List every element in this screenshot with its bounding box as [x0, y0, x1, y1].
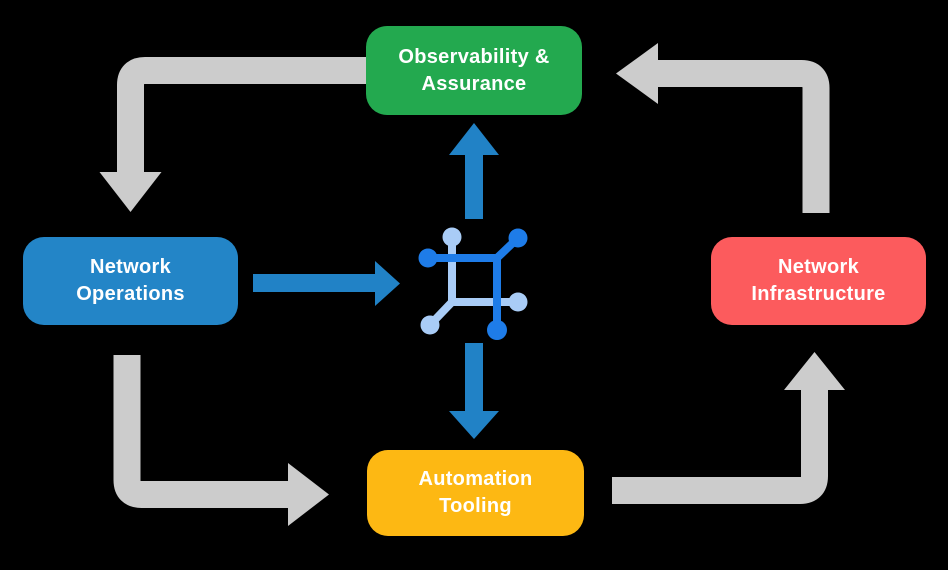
node-automation-tooling: Automation Tooling [367, 450, 584, 536]
cycle-arrow-observability-to-operations [99, 57, 366, 212]
node-observability-assurance: Observability & Assurance [366, 26, 582, 115]
cycle-arrow-infrastructure-to-observability [616, 43, 830, 213]
accent-arrow-down [449, 343, 499, 439]
accent-arrow-up [449, 123, 499, 219]
cycle-arrowhead-up [784, 352, 845, 390]
accent-arrow-operations-to-center [253, 261, 400, 306]
cycle-arrow-automation-to-infrastructure [612, 352, 845, 504]
network-automation-icon [418, 227, 528, 340]
cycle-arrow-shaft [117, 57, 366, 172]
accent-arrow-center-to-observability [449, 123, 499, 219]
node-label: Observability & Assurance [398, 45, 550, 95]
cycle-arrowhead-down [99, 172, 162, 212]
cycle-arrowhead-left [616, 43, 658, 104]
cycle-arrow-shaft [612, 390, 828, 504]
node-network-operations: Network Operations [23, 237, 238, 325]
cycle-arrowhead-right [288, 463, 329, 526]
node-label: Network Operations [76, 256, 185, 305]
node-network-infrastructure: Network Infrastructure [711, 237, 926, 325]
node-label: Automation Tooling [418, 468, 533, 517]
accent-arrow-center-to-automation [449, 343, 499, 439]
cycle-arrow-operations-to-automation [113, 355, 329, 526]
cycle-arrow-shaft [113, 355, 288, 508]
icon-dark-branch [418, 228, 528, 340]
accent-arrow-right [253, 261, 400, 306]
cycle-arrow-shaft [658, 60, 830, 213]
node-label: Network Infrastructure [751, 256, 886, 305]
